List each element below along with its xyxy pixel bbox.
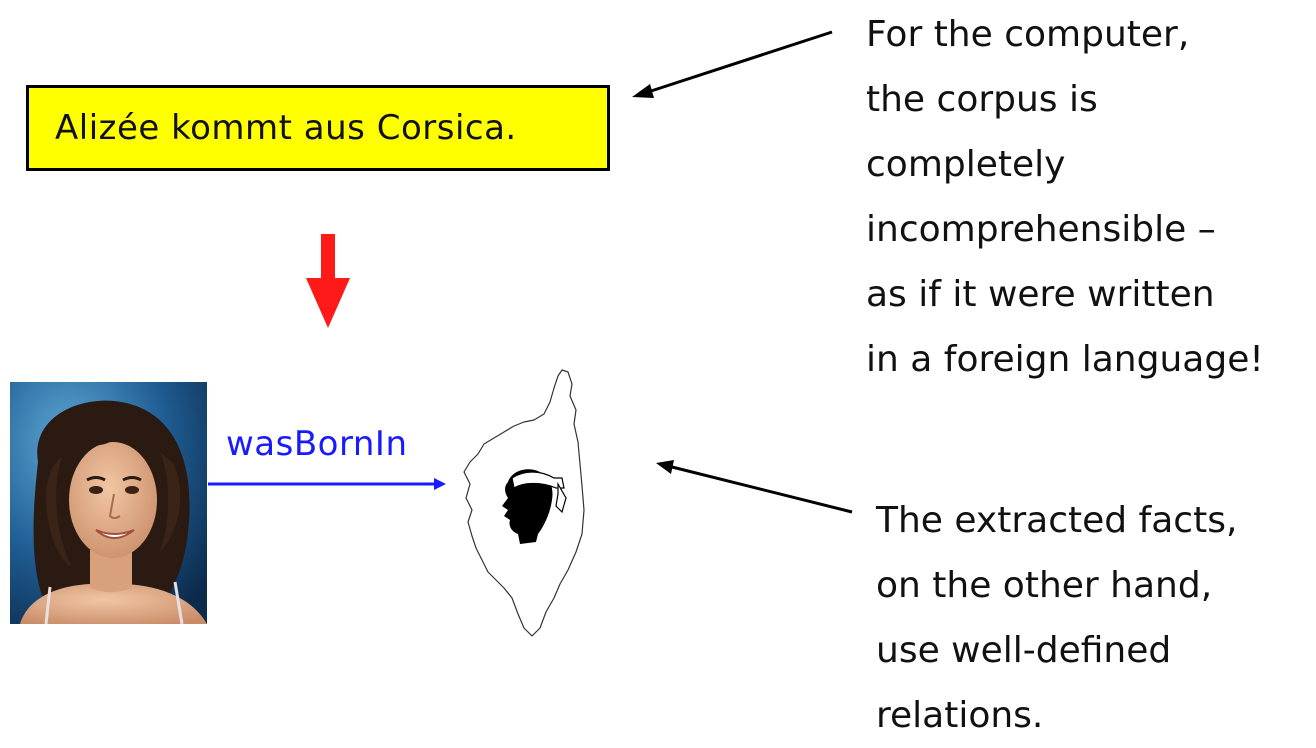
sentence-text: Alizée kommt aus Corsica. bbox=[55, 108, 517, 148]
note-corpus-line: the corpus is bbox=[866, 79, 1098, 120]
note-corpus-line: as if it were written bbox=[866, 274, 1215, 315]
person-photo-icon bbox=[10, 382, 207, 624]
note-facts-line: use well-defined bbox=[876, 630, 1172, 671]
relation-arrow-icon bbox=[208, 478, 446, 490]
sentence-box: Alizée kommt aus Corsica. bbox=[26, 85, 610, 171]
note-facts-line: The extracted facts, bbox=[876, 500, 1238, 541]
note-corpus-line: For the computer, bbox=[866, 14, 1190, 55]
down-arrow-icon bbox=[306, 234, 350, 328]
note-facts-line: relations. bbox=[876, 695, 1044, 736]
note-corpus: For the computer, the corpus is complete… bbox=[866, 2, 1264, 392]
relation-label: wasBornIn bbox=[226, 424, 408, 464]
note-facts-line: on the other hand, bbox=[876, 565, 1213, 606]
note-corpus-line: in a foreign language! bbox=[866, 339, 1264, 380]
pointer-arrow-top-icon bbox=[632, 30, 833, 98]
note-facts: The extracted facts, on the other hand, … bbox=[876, 488, 1237, 748]
note-corpus-line: completely bbox=[866, 144, 1066, 185]
note-corpus-line: incomprehensible – bbox=[866, 209, 1216, 250]
corsica-map-icon bbox=[463, 369, 585, 637]
pointer-arrow-bottom-icon bbox=[656, 460, 853, 514]
